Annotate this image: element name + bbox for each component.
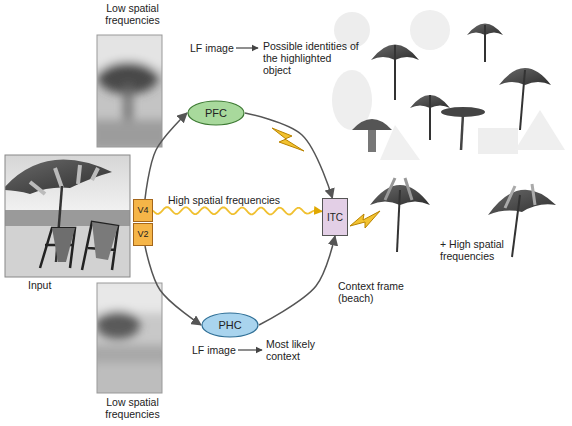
annotation-text: + High spatial frequencies (440, 238, 522, 262)
node-label: V2 (137, 230, 148, 240)
pathway-arrow (245, 113, 332, 198)
tree-trunk (461, 114, 463, 150)
lightning-bolt (272, 128, 304, 151)
faded-object (410, 10, 450, 50)
blur-sea (97, 345, 162, 363)
pathway-label: High spatial frequencies (168, 194, 280, 206)
blur-sky (97, 283, 162, 313)
faded-object (515, 110, 565, 150)
mushroom-stem (368, 130, 376, 152)
annotation-text: Input (28, 279, 51, 291)
umbrella-pole (484, 25, 486, 62)
pathway-arrow (145, 246, 201, 325)
umbrella-pole (520, 70, 525, 130)
area-box: V4 (133, 199, 153, 222)
ellipse-shape (202, 313, 258, 337)
blur-blob (97, 311, 140, 339)
photo-chair (82, 222, 118, 270)
region-ellipse: PHC (201, 312, 259, 338)
annotation-text: Low spatial frequencies (95, 2, 170, 26)
input-photo (5, 155, 130, 277)
photo-frame (5, 155, 130, 277)
candidate-objects (332, 10, 565, 160)
blur-group (97, 283, 162, 393)
mushroom-icon (352, 119, 392, 130)
node-label: PFC (205, 107, 227, 119)
blurred-image (97, 35, 162, 147)
annotation-text: Most likely context (266, 338, 330, 362)
annotation-text: LF image (192, 344, 236, 356)
umbrella-icon (488, 190, 556, 215)
lightning-bolt (350, 211, 380, 228)
photo-sea (5, 210, 130, 226)
pathway-arrow (259, 236, 335, 325)
photo-chair (40, 228, 75, 268)
area-box: ITC (322, 198, 348, 236)
annotation-text: Possible identities of the highlighted o… (263, 40, 359, 76)
node-label: ITC (327, 212, 343, 223)
annotation-text: LF image (190, 42, 234, 54)
ellipse-shape (188, 101, 244, 125)
text-arrow (238, 349, 262, 350)
faded-object (380, 125, 420, 160)
blur-sand (97, 363, 162, 393)
faded-object (478, 128, 518, 154)
umbrella-stripes (385, 178, 412, 200)
area-box: V2 (133, 223, 153, 246)
image-frame (97, 35, 162, 147)
region-ellipse: PFC (187, 100, 245, 126)
umbrella-pole (397, 190, 400, 252)
wavy-pathway (153, 207, 322, 214)
chair-seat (92, 222, 118, 260)
umbrella-stripes (30, 165, 98, 194)
annotation-text: Low spatial frequencies (95, 396, 170, 420)
umbrella-pole (394, 45, 396, 100)
blur-group (97, 35, 162, 147)
text-arrow (236, 47, 258, 48)
umbrella-pole (429, 95, 431, 140)
umbrella-pole (512, 195, 520, 257)
node-label: PHC (218, 319, 241, 331)
pathway-label: Context frame (beach) (338, 280, 412, 304)
chair-seat (52, 228, 75, 262)
pathway-arrow (145, 113, 187, 199)
image-frame (97, 283, 162, 393)
blur-ground (97, 120, 162, 147)
blurred-image (97, 283, 162, 393)
node-label: V4 (137, 206, 148, 216)
photo-umbrella (5, 160, 112, 194)
